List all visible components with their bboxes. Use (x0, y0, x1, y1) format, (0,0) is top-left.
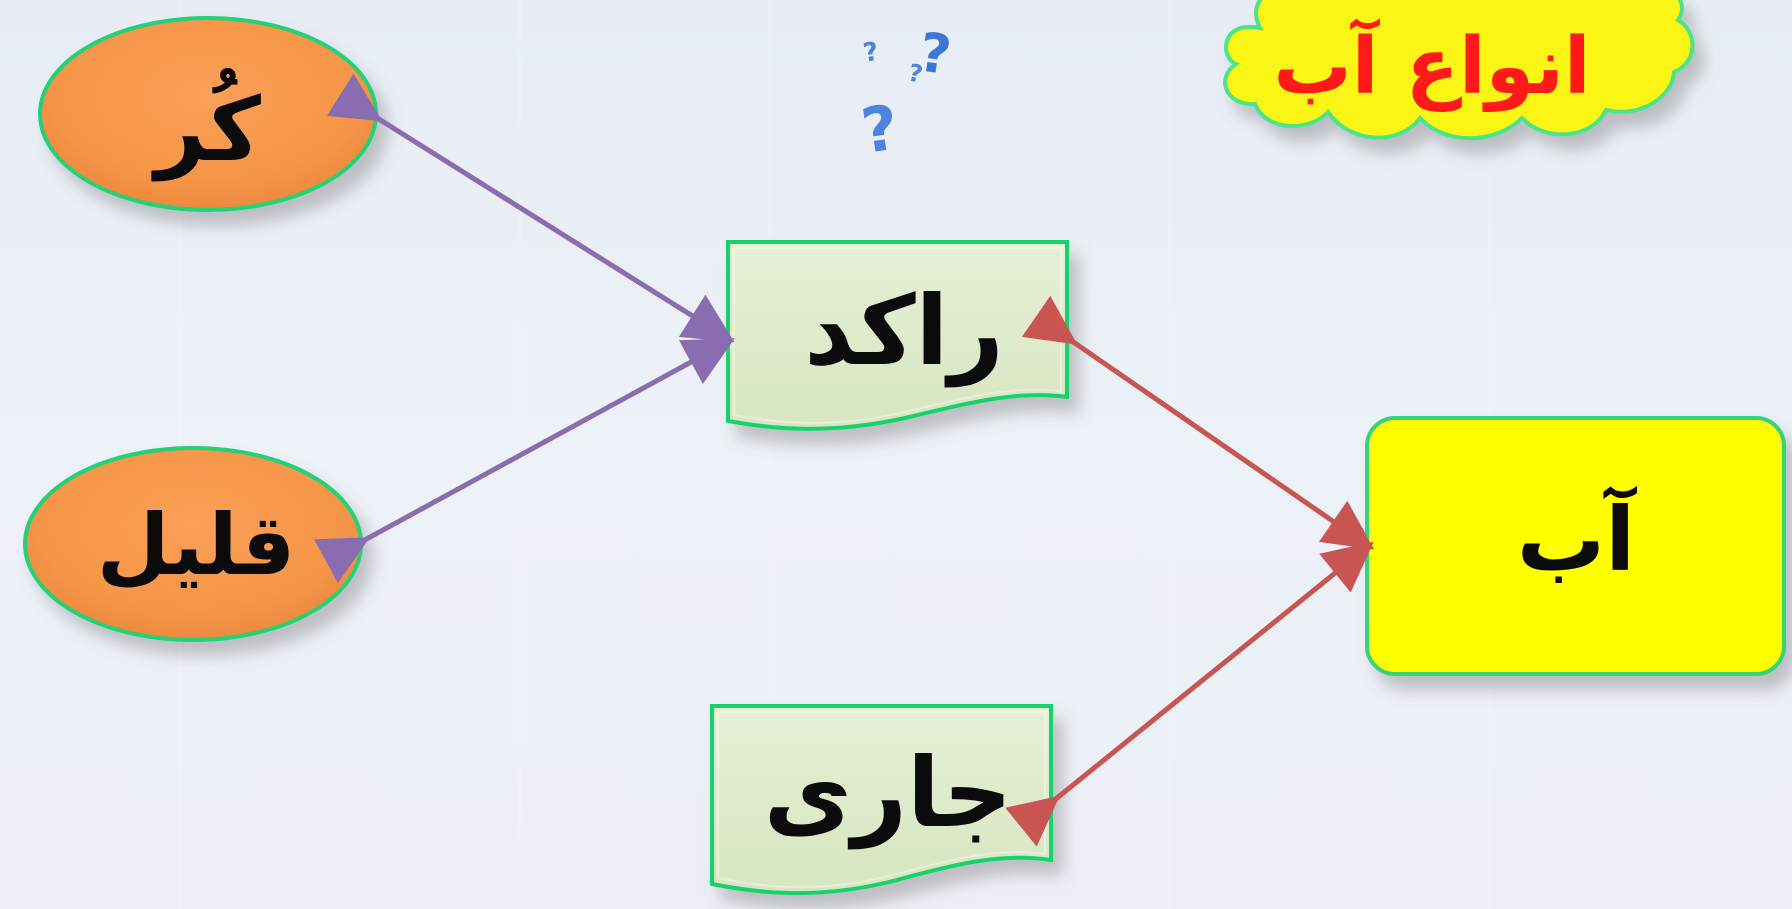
title-cloud (1223, 0, 1695, 141)
connectors (313, 73, 1375, 847)
question-mark-icon: ? (915, 20, 955, 87)
running-water-connector (1005, 541, 1374, 847)
standing-water-label: راکد (804, 275, 1003, 387)
standing-water-connector (1021, 295, 1375, 550)
question-mark-icon: ? (857, 91, 903, 168)
kor-standing-connector (326, 73, 735, 343)
question-mark-icon: ? (861, 37, 881, 69)
diagram-title: انواع آب (1273, 18, 1590, 112)
qalil-standing-connector (313, 338, 735, 584)
running-water-label: جاری (764, 737, 1012, 849)
question-mark-icon: ? (906, 58, 925, 88)
kor-label: کُر (151, 67, 262, 181)
water-label: آب (1517, 485, 1637, 591)
qalil-label: قلیل (97, 496, 296, 594)
running-water-node (710, 704, 1053, 896)
question-marks: ? ? ? ? (857, 20, 955, 167)
